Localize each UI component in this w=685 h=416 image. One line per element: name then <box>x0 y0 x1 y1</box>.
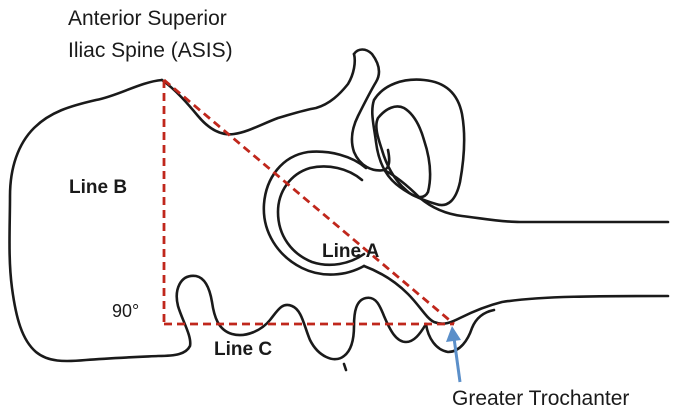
obturator-foramen-outline <box>371 78 466 207</box>
asis-label-line2: Iliac Spine (ASIS) <box>68 39 233 62</box>
line-c-label: Line C <box>214 339 273 360</box>
greater-trochanter-arrow <box>446 326 462 383</box>
angle-label: 90° <box>112 301 140 321</box>
line-a-label: Line A <box>322 241 380 262</box>
femoral-shaft-lower <box>362 264 670 325</box>
line-b-label: Line B <box>69 177 128 198</box>
asis-label-line1: Anterior Superior <box>68 7 227 30</box>
line-a-path <box>163 78 455 326</box>
pelvis-outline <box>8 78 428 363</box>
greater-trochanter-label: Greater Trochanter <box>452 387 630 410</box>
obturator-inner-outline <box>375 105 432 199</box>
iliac-crest-outline <box>160 52 357 136</box>
greater-trochanter-outline <box>424 308 496 354</box>
acetabulum-outer <box>262 150 368 276</box>
femoral-head-outline <box>276 165 366 267</box>
small-tick-mark <box>342 362 348 372</box>
femoral-neck-upper <box>382 168 670 224</box>
